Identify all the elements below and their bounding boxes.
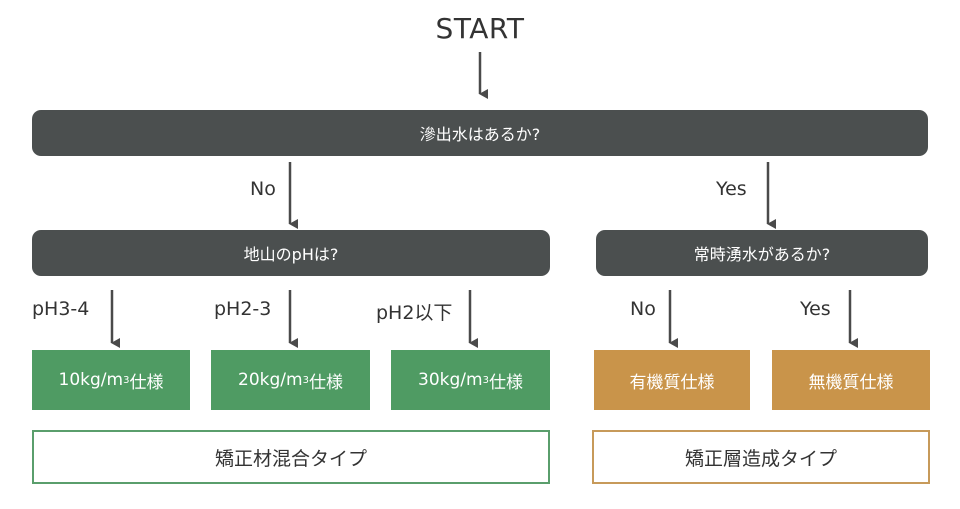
result-30kg-suffix: 仕様 bbox=[488, 372, 523, 393]
decision-ground-ph: 地山のpHは? bbox=[32, 230, 550, 276]
decision-ground-ph-text: 地山のpHは? bbox=[243, 245, 339, 264]
start-label: START bbox=[435, 12, 525, 45]
decision-seepage-text: 滲出水はあるか? bbox=[419, 125, 541, 144]
result-10kg-value: 10kg/m bbox=[58, 370, 124, 390]
label-ph3-4: pH3-4 bbox=[32, 298, 90, 320]
label-ph2-below: pH2以下 bbox=[376, 302, 453, 324]
label-q3-yes: Yes bbox=[800, 298, 831, 320]
label-q1-no: No bbox=[250, 178, 276, 200]
type-corrective-layer-text: 矯正層造成タイプ bbox=[684, 447, 837, 470]
decision-constant-spring-text: 常時湧水があるか? bbox=[693, 245, 831, 264]
result-20kg-suffix: 仕様 bbox=[308, 372, 343, 393]
result-10kg-suffix: 仕様 bbox=[129, 372, 164, 393]
result-inorganic-text: 無機質仕様 bbox=[808, 372, 894, 393]
decision-constant-spring: 常時湧水があるか? bbox=[596, 230, 928, 276]
label-q1-yes: Yes bbox=[716, 178, 747, 200]
result-20kg-unit-sup: 3 bbox=[302, 374, 309, 386]
result-30kg-value: 30kg/m bbox=[418, 370, 483, 390]
result-inorganic: 無機質仕様 bbox=[772, 350, 930, 410]
result-organic-text: 有機質仕様 bbox=[629, 372, 715, 393]
result-10kg-unit-sup: 3 bbox=[123, 374, 130, 386]
label-ph2-3: pH2-3 bbox=[214, 298, 272, 320]
type-corrective-mix: 矯正材混合タイプ bbox=[32, 430, 550, 484]
label-q3-no: No bbox=[630, 298, 656, 320]
result-30kg-unit-sup: 3 bbox=[482, 374, 489, 386]
type-corrective-layer: 矯正層造成タイプ bbox=[592, 430, 930, 484]
result-organic: 有機質仕様 bbox=[594, 350, 750, 410]
result-20kg-value: 20kg/m bbox=[238, 370, 303, 390]
type-corrective-mix-text: 矯正材混合タイプ bbox=[214, 447, 367, 470]
decision-seepage-water: 滲出水はあるか? bbox=[32, 110, 928, 156]
